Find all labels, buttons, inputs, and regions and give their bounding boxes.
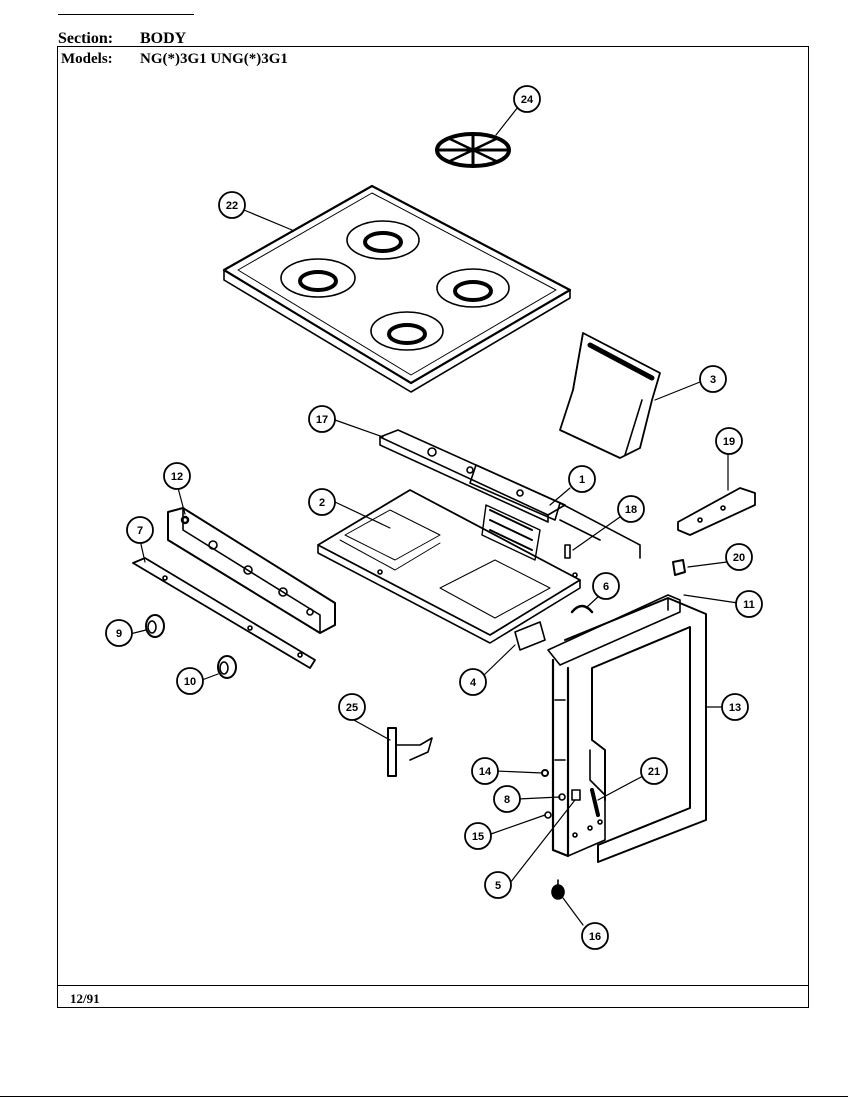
svg-text:5: 5 <box>495 880 501 892</box>
part-18-screw <box>564 544 571 559</box>
part-7-lower-trim <box>132 557 316 669</box>
svg-text:22: 22 <box>226 200 238 212</box>
part-22-cooktop <box>222 184 572 393</box>
callout-20: 20 <box>725 543 753 571</box>
svg-text:21: 21 <box>648 766 660 778</box>
svg-text:10: 10 <box>184 676 196 688</box>
part-5-spacer <box>571 789 581 801</box>
part-3-heat-shield <box>559 332 661 459</box>
part-25-door-hinge <box>387 727 433 777</box>
callout-17: 17 <box>308 405 336 433</box>
svg-text:16: 16 <box>589 931 601 943</box>
svg-text:12: 12 <box>171 471 183 483</box>
svg-text:9: 9 <box>116 628 122 640</box>
svg-text:6: 6 <box>603 581 609 593</box>
svg-text:24: 24 <box>521 94 534 106</box>
svg-text:11: 11 <box>743 599 755 611</box>
top-rule <box>58 14 194 15</box>
callout-10: 10 <box>176 667 204 695</box>
svg-text:3: 3 <box>710 374 716 386</box>
callout-8: 8 <box>493 785 521 813</box>
part-11-front-frame <box>547 594 681 858</box>
models-value: NG(*)3G1 UNG(*)3G1 <box>140 51 288 67</box>
part-6-clip <box>570 604 594 614</box>
callout-2: 2 <box>308 488 336 516</box>
svg-text:19: 19 <box>723 436 735 448</box>
part-14-screw <box>541 769 549 777</box>
callout-14: 14 <box>471 757 499 785</box>
diagram-frame: Models: NG(*)3G1 UNG(*)3G1 12/91 <box>57 46 809 1008</box>
svg-text:7: 7 <box>137 525 143 537</box>
svg-text:20: 20 <box>733 552 745 564</box>
svg-text:8: 8 <box>504 794 510 806</box>
models-label: Models: <box>61 51 113 67</box>
part-10-knob <box>217 655 237 679</box>
callout-18a: 18 <box>617 495 645 523</box>
callout-13: 13 <box>721 693 749 721</box>
svg-text:18: 18 <box>625 504 637 516</box>
part-19-bracket <box>677 487 756 536</box>
section-header: Section: BODY <box>58 30 186 48</box>
part-9-knob <box>145 614 165 638</box>
callout-11: 11 <box>735 590 763 618</box>
section-label: Section: <box>58 30 114 47</box>
callout-19: 19 <box>715 427 743 455</box>
callout-16: 16 <box>581 922 609 950</box>
part-12-front-panel <box>167 507 336 634</box>
footer-divider <box>58 985 808 986</box>
svg-text:1: 1 <box>579 474 585 486</box>
callout-22: 22 <box>218 191 246 219</box>
part-24-burner-grate <box>435 132 511 168</box>
callout-1: 1 <box>568 465 596 493</box>
models-header: Models: NG(*)3G1 UNG(*)3G1 <box>61 51 288 68</box>
callout-24: 24 <box>513 85 541 113</box>
callout-5: 5 <box>484 871 512 899</box>
part-4-bracket <box>514 621 546 651</box>
callout-25: 25 <box>338 693 366 721</box>
part-13-side-frame <box>564 597 707 863</box>
callout-3: 3 <box>699 365 727 393</box>
svg-text:25: 25 <box>346 702 358 714</box>
part-16-leveling-leg <box>551 879 565 900</box>
callout-12: 12 <box>163 462 191 490</box>
part-1-manifold <box>469 464 641 561</box>
svg-text:17: 17 <box>316 414 328 426</box>
callout-4: 4 <box>459 668 487 696</box>
part-20-clip <box>672 559 686 576</box>
section-value: BODY <box>140 30 187 47</box>
callout-9: 9 <box>105 619 133 647</box>
callout-21: 21 <box>640 757 668 785</box>
callout-6: 6 <box>592 572 620 600</box>
svg-text:13: 13 <box>729 702 741 714</box>
leader-lines <box>129 106 739 926</box>
svg-text:2: 2 <box>319 497 325 509</box>
part-21-spring <box>590 788 600 817</box>
callout-15: 15 <box>464 822 492 850</box>
part-15-screw <box>544 811 552 819</box>
svg-text:14: 14 <box>479 766 492 778</box>
svg-text:15: 15 <box>472 831 484 843</box>
callout-7: 7 <box>126 516 154 544</box>
part-2-main-top <box>317 489 581 644</box>
revision-date: 12/91 <box>70 991 100 1006</box>
svg-text:4: 4 <box>470 677 477 689</box>
page-bottom-rule <box>0 1096 848 1097</box>
